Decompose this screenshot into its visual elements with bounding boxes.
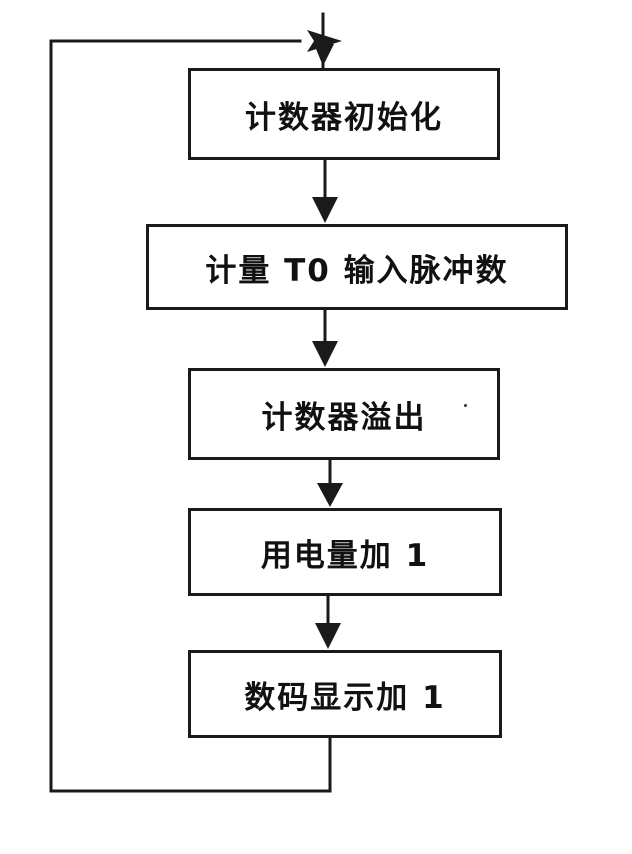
step-power-usage-increment-label: 用电量加 1 bbox=[260, 537, 430, 574]
arrowhead-into-step-4 bbox=[317, 483, 343, 507]
step-counter-overflow: 计数器溢出 bbox=[188, 368, 500, 460]
loop-back-line bbox=[49, 39, 332, 793]
step-display-increment-label: 数码显示加 1 bbox=[244, 679, 446, 716]
step-display-increment: 数码显示加 1 bbox=[188, 650, 502, 738]
arrowhead-into-step-3 bbox=[312, 341, 338, 367]
step-count-t0-pulses: 计量 T0 输入脉冲数 bbox=[146, 224, 568, 310]
arrowhead-into-step-5 bbox=[315, 623, 341, 649]
arrowhead-into-step-1-down bbox=[314, 44, 334, 66]
step-counter-overflow-label: 计数器溢出 bbox=[261, 399, 427, 436]
step-count-t0-pulses-label: 计量 T0 输入脉冲数 bbox=[205, 252, 509, 289]
step-power-usage-increment: 用电量加 1 bbox=[188, 508, 502, 596]
step-counter-init: 计数器初始化 bbox=[188, 68, 500, 160]
stray-dot bbox=[464, 404, 467, 407]
arrowhead-into-step-2 bbox=[312, 197, 338, 223]
step-counter-init-label: 计数器初始化 bbox=[245, 99, 443, 136]
